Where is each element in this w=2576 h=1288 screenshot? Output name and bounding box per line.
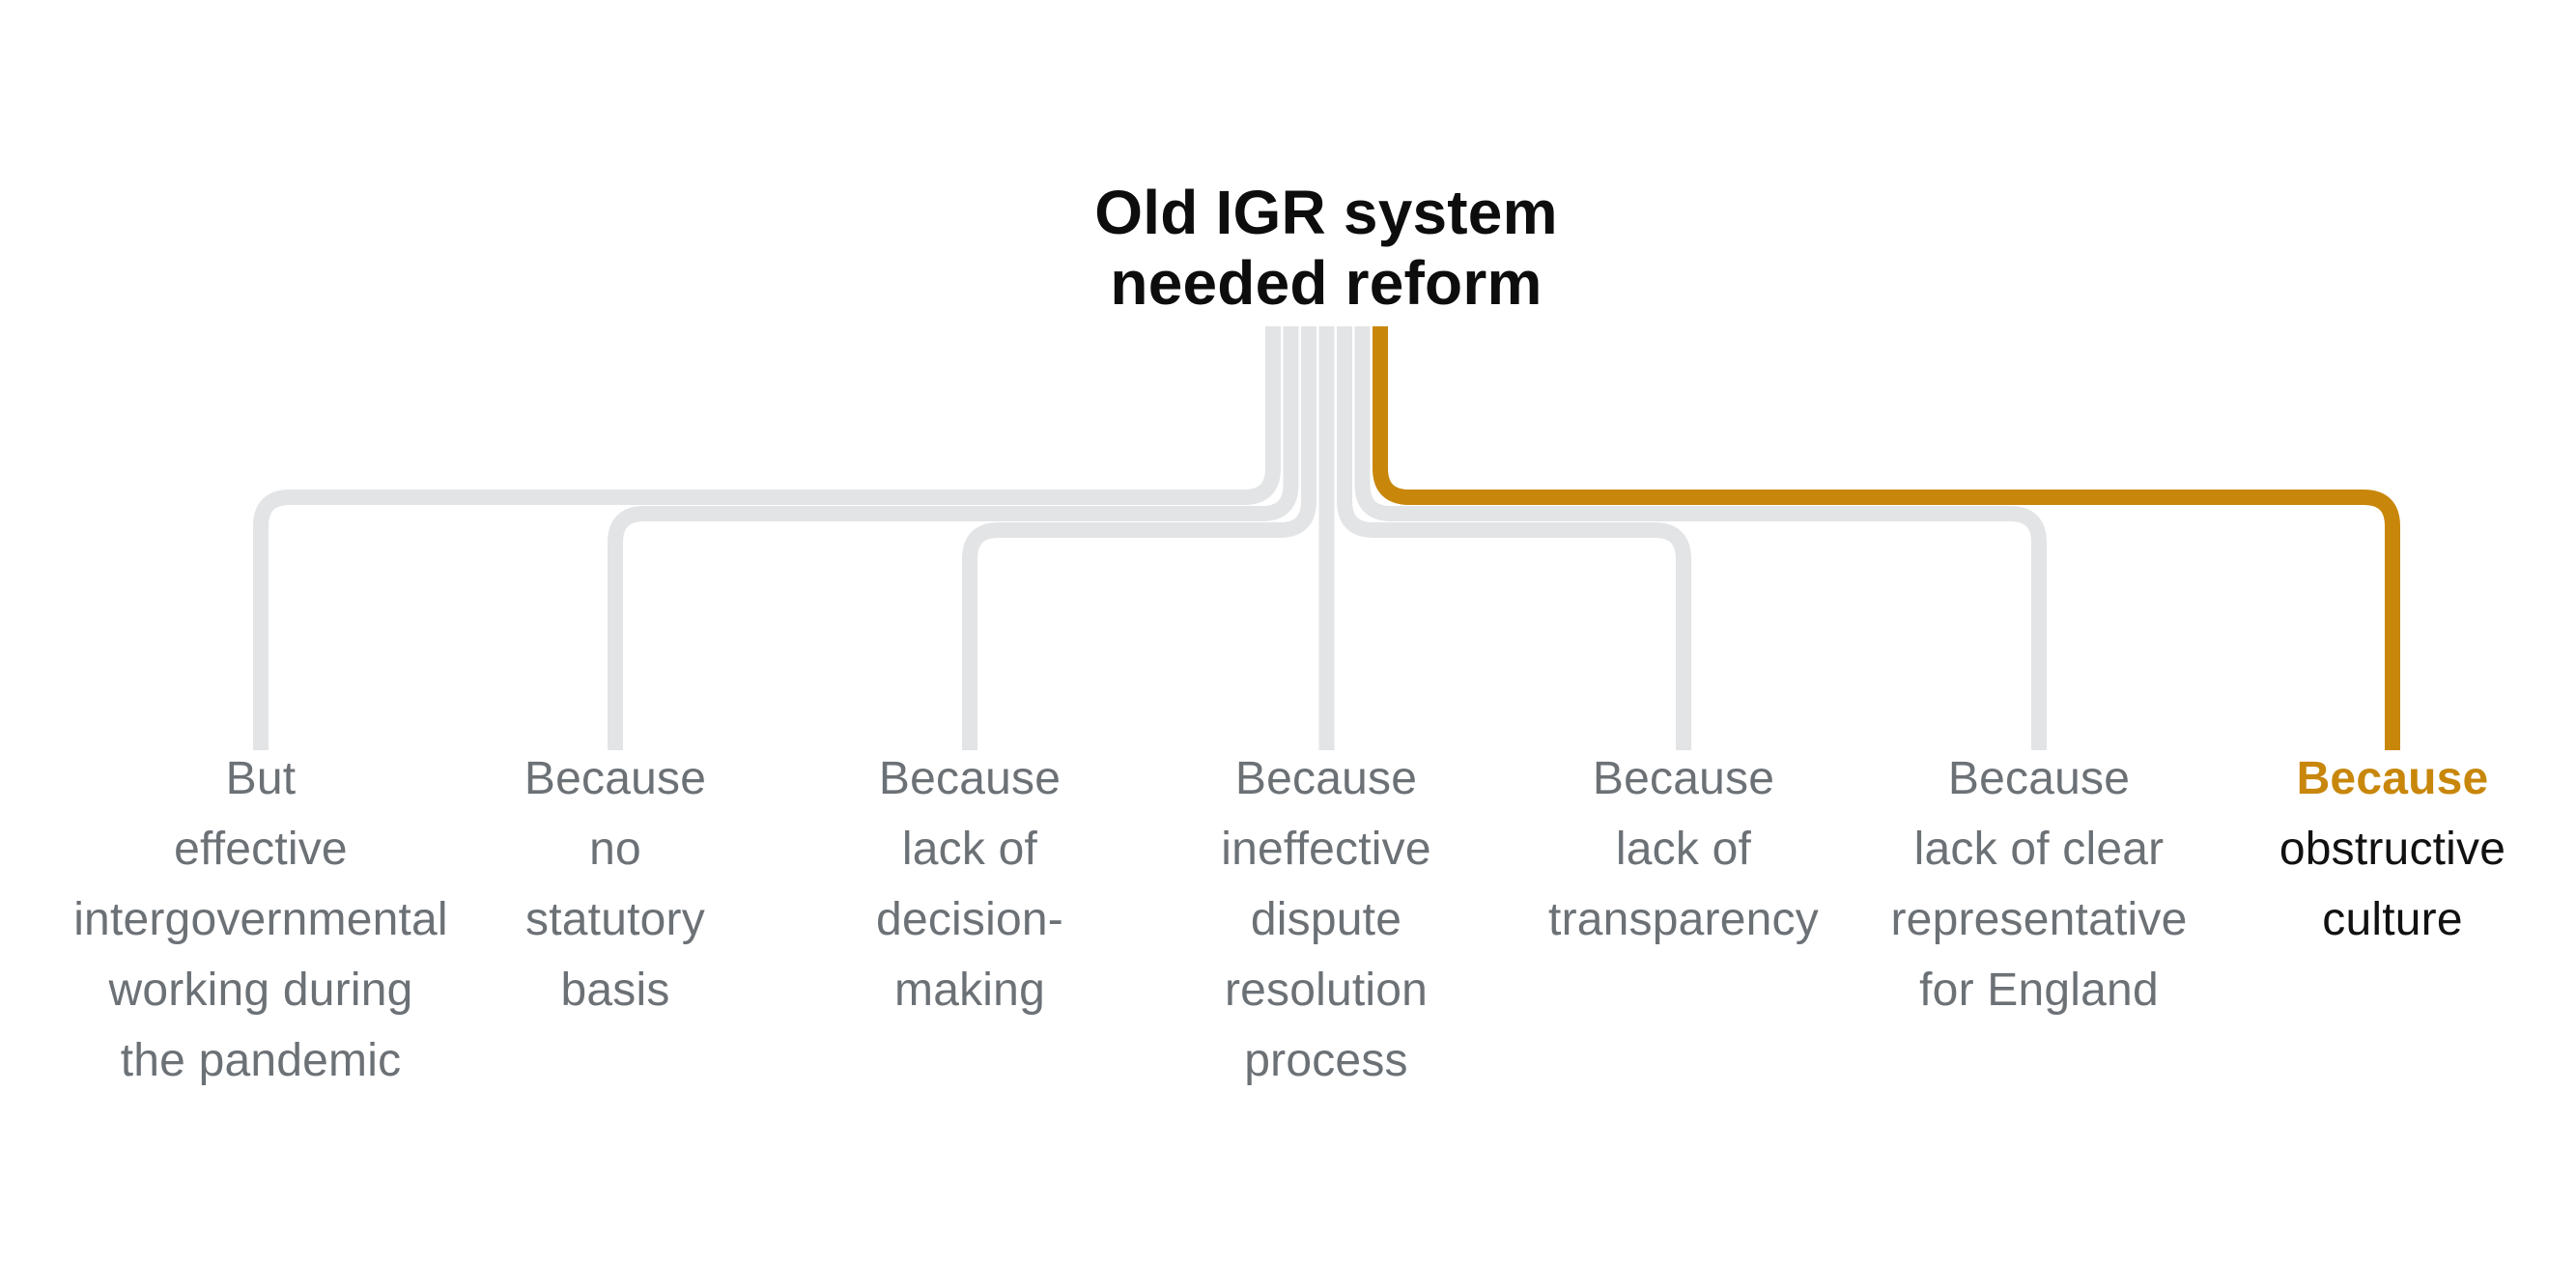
branch-but-pandemic: But effective intergovernmental working … bbox=[58, 743, 464, 1096]
diagram-title: Old IGR system needed reform bbox=[1094, 178, 1558, 318]
branch-no-england-representative: Because lack of clear representative for… bbox=[1836, 743, 2242, 1025]
branch-ineffective-dispute-resolution: Because ineffective dispute resolution p… bbox=[1123, 743, 1529, 1096]
branch-keyword: But bbox=[225, 753, 297, 804]
branch-obstructive-culture: Because obstructive culture bbox=[2190, 743, 2576, 955]
branch-keyword: Because bbox=[524, 753, 707, 804]
connector-but-pandemic bbox=[253, 326, 1281, 750]
branch-detail: obstructive culture bbox=[2279, 824, 2506, 945]
branch-keyword: Because bbox=[2296, 753, 2489, 804]
branch-detail: effective intergovernmental working duri… bbox=[73, 824, 448, 1086]
branch-detail: lack of decision- making bbox=[876, 824, 1063, 1016]
branch-keyword: Because bbox=[878, 753, 1062, 804]
branch-detail: no statutory basis bbox=[525, 824, 705, 1016]
branch-keyword: Because bbox=[1592, 753, 1775, 804]
branch-lack-of-transparency: Because lack of transparency bbox=[1481, 743, 1886, 955]
branch-detail: lack of transparency bbox=[1548, 824, 1819, 945]
connector-obstructive-culture-highlighted bbox=[1373, 326, 2400, 750]
branch-lack-of-decision-making: Because lack of decision- making bbox=[767, 743, 1173, 1025]
connector-lack-of-decision-making bbox=[962, 326, 1316, 750]
connector-lack-of-transparency bbox=[1337, 326, 1691, 750]
connector-no-england-representative bbox=[1354, 326, 2047, 750]
branch-detail: ineffective dispute resolution process bbox=[1221, 824, 1431, 1086]
branch-detail: lack of clear representative for England bbox=[1890, 824, 2188, 1016]
connector-no-statutory-basis bbox=[608, 326, 1299, 750]
branch-keyword: Because bbox=[1947, 753, 2131, 804]
branch-no-statutory-basis: Because no statutory basis bbox=[412, 743, 818, 1025]
branch-keyword: Because bbox=[1234, 753, 1418, 804]
